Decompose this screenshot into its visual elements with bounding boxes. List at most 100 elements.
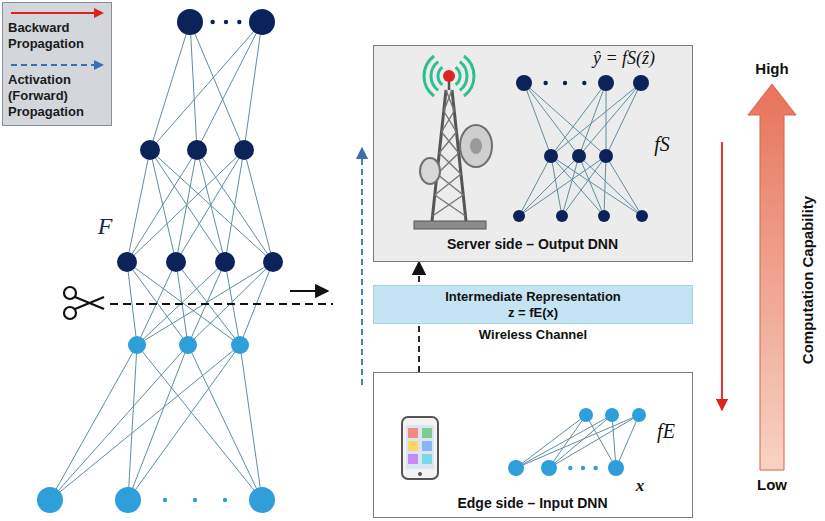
network-name: fE — [644, 419, 688, 443]
network-link — [519, 156, 606, 216]
network-link — [524, 83, 551, 156]
legend-box: Backward PropagationActivation (Forward)… — [2, 2, 112, 126]
neuron — [179, 336, 197, 354]
neuron — [632, 408, 646, 422]
network-link — [244, 22, 262, 150]
neuron — [572, 149, 586, 163]
neuron — [249, 9, 275, 35]
backward-arrow — [721, 142, 723, 410]
network-link — [551, 156, 642, 216]
legend-entry: Backward Propagation — [8, 6, 107, 52]
neuron — [598, 210, 610, 222]
network-link — [128, 345, 240, 500]
neuron — [579, 408, 593, 422]
box-title: Server side – Output DNN — [374, 236, 691, 253]
neuron — [263, 252, 283, 272]
network-link — [586, 415, 616, 468]
ellipsis-dot — [223, 498, 227, 502]
network-link — [519, 156, 579, 216]
neuron — [544, 149, 558, 163]
model-symbol: F — [88, 212, 122, 241]
network-link — [188, 345, 262, 500]
network-link — [579, 156, 642, 216]
neuron — [115, 487, 141, 513]
network-link — [150, 150, 273, 262]
network-link — [137, 345, 262, 500]
output-dnn — [513, 75, 649, 222]
output-formula: ŷ = fS(ẑ) — [564, 48, 684, 70]
network-link — [551, 83, 606, 156]
network-link — [225, 150, 244, 262]
network-link — [150, 22, 190, 150]
neuron — [234, 140, 254, 160]
network-link — [516, 415, 586, 468]
ellipsis-dot — [163, 498, 167, 502]
network-link — [549, 415, 612, 468]
neuron — [516, 75, 532, 91]
network-link — [50, 345, 188, 500]
network-link — [127, 150, 244, 262]
network-link — [519, 156, 551, 216]
band-formula: z = fE(x) — [378, 305, 688, 321]
network-link — [150, 150, 176, 262]
legend-entry: Activation (Forward) Propagation — [8, 58, 107, 120]
ellipsis-dot — [593, 466, 597, 470]
ellipsis-dot — [210, 20, 214, 24]
network-link — [240, 345, 262, 500]
neuron — [605, 408, 619, 422]
neuron — [541, 460, 557, 476]
legend-label: Activation (Forward) Propagation — [8, 72, 107, 120]
network-link — [127, 150, 150, 262]
network-link — [197, 150, 273, 262]
neuron — [166, 252, 186, 272]
neuron — [187, 140, 207, 160]
neuron — [599, 149, 613, 163]
ellipsis-dot — [563, 81, 567, 85]
neuron — [215, 252, 235, 272]
channel-label: Wireless Channel — [373, 327, 693, 343]
legend-sample — [8, 6, 106, 20]
network-link — [176, 150, 244, 262]
box-title: Edge side – Input DNN — [374, 495, 691, 512]
network-link — [516, 415, 639, 468]
server-illustration — [374, 46, 692, 261]
network-link — [579, 156, 604, 216]
neuron — [608, 460, 624, 476]
network-link — [50, 345, 240, 500]
network-link — [562, 156, 606, 216]
tower-icon — [414, 56, 492, 229]
network-link — [551, 156, 562, 216]
neuron — [598, 75, 614, 91]
channel-band: Intermediate Representationz = fE(x) — [373, 285, 693, 324]
cut-line — [110, 303, 333, 305]
network-link — [524, 83, 579, 156]
legend-sample — [8, 58, 106, 72]
neuron — [636, 210, 648, 222]
neuron — [37, 487, 63, 513]
scale-high: High — [742, 60, 802, 78]
network-link — [150, 150, 225, 262]
neuron — [556, 210, 568, 222]
forward-arrow — [361, 148, 363, 385]
network-link — [551, 83, 641, 156]
network-link — [606, 156, 642, 216]
ellipsis-dot — [193, 498, 197, 502]
neuron — [140, 140, 160, 160]
network-link — [190, 22, 197, 150]
network-link — [549, 415, 639, 468]
ellipsis-dot — [543, 81, 547, 85]
capability-arrow — [748, 84, 796, 470]
scissors-symbol — [64, 287, 104, 319]
network-link — [579, 83, 641, 156]
neuron — [508, 460, 524, 476]
ellipsis-dot — [581, 466, 585, 470]
neuron — [249, 487, 275, 513]
axis-title: Computation Capability — [799, 170, 817, 390]
network-link — [50, 345, 137, 500]
network-link — [244, 150, 273, 262]
network-link — [197, 22, 262, 150]
network-link — [197, 150, 225, 262]
band-title: Intermediate Representation — [378, 289, 688, 305]
network-link — [190, 22, 244, 150]
network-link — [606, 83, 607, 156]
